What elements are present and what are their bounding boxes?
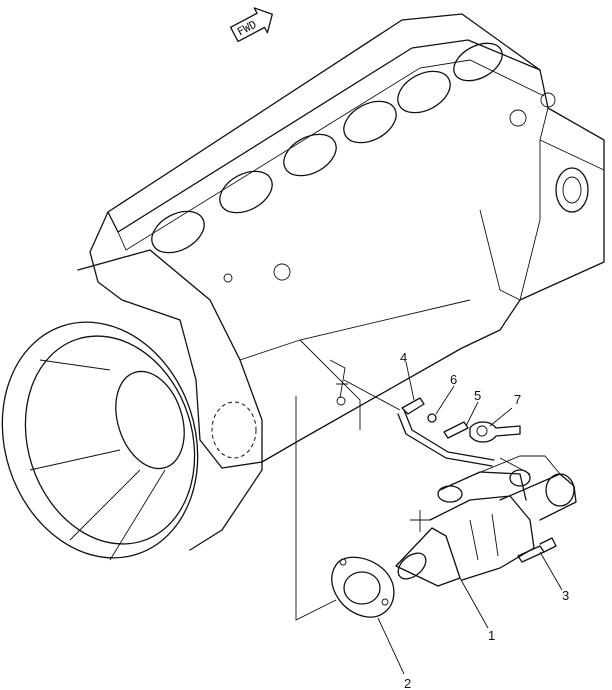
callout-3: 3 — [539, 551, 569, 603]
engine-block — [89, 13, 605, 469]
svg-text:4: 4 — [400, 350, 407, 365]
washer — [427, 413, 437, 423]
starter-bolt — [517, 537, 557, 563]
svg-text:6: 6 — [450, 372, 457, 387]
svg-text:3: 3 — [562, 588, 569, 603]
svg-text:5: 5 — [474, 388, 481, 403]
pipe-bracket — [397, 397, 495, 467]
fwd-direction-badge: FWD — [229, 7, 273, 43]
clamp — [469, 421, 521, 443]
callout-7: 7 — [489, 392, 521, 427]
small-bolt — [443, 421, 469, 439]
callout-6: 6 — [435, 372, 457, 415]
svg-text:1: 1 — [488, 628, 495, 643]
fwd-label: FWD — [235, 18, 259, 39]
callout-2: 2 — [377, 617, 411, 690]
svg-text:7: 7 — [514, 392, 521, 407]
flywheel-housing — [1, 249, 263, 561]
callout-1: 1 — [459, 577, 495, 643]
arrow-right-icon — [229, 7, 273, 43]
starter-motor — [395, 455, 577, 587]
svg-text:2: 2 — [404, 676, 411, 690]
callout-4: 4 — [400, 350, 415, 401]
gasket — [331, 556, 395, 618]
mounting-guide-lines — [295, 379, 531, 621]
callout-5: 5 — [465, 388, 481, 427]
